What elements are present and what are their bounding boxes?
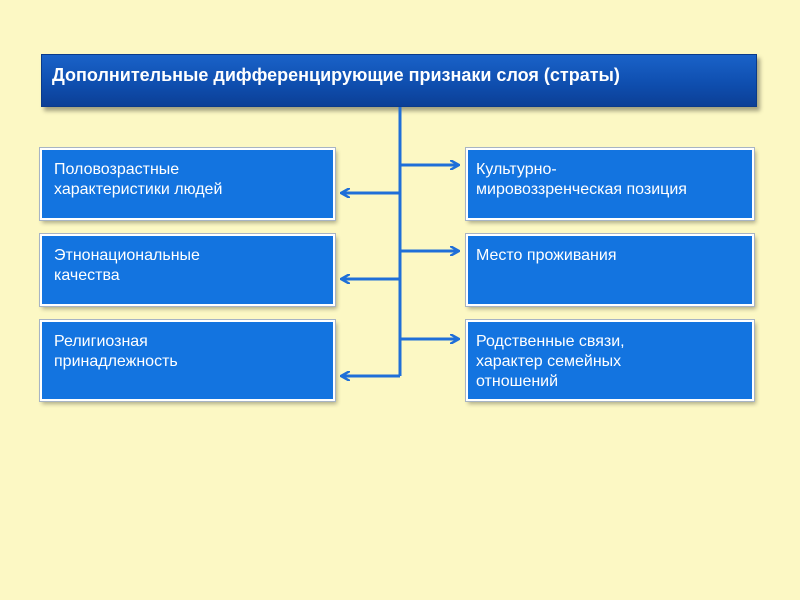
node-religious: Религиозная принадлежность [39, 319, 336, 402]
node-residence: Место проживания [465, 233, 755, 307]
diagram-title: Дополнительные дифференцирующие признаки… [41, 54, 757, 107]
node-ethnonational: Этнонациональные качества [39, 233, 336, 307]
node-family-ties: Родственные связи, характер семейных отн… [465, 319, 755, 402]
node-cultural-worldview: Культурно- мировоззренческая позиция [465, 147, 755, 221]
node-gender-age: Половозрастные характеристики людей [39, 147, 336, 221]
